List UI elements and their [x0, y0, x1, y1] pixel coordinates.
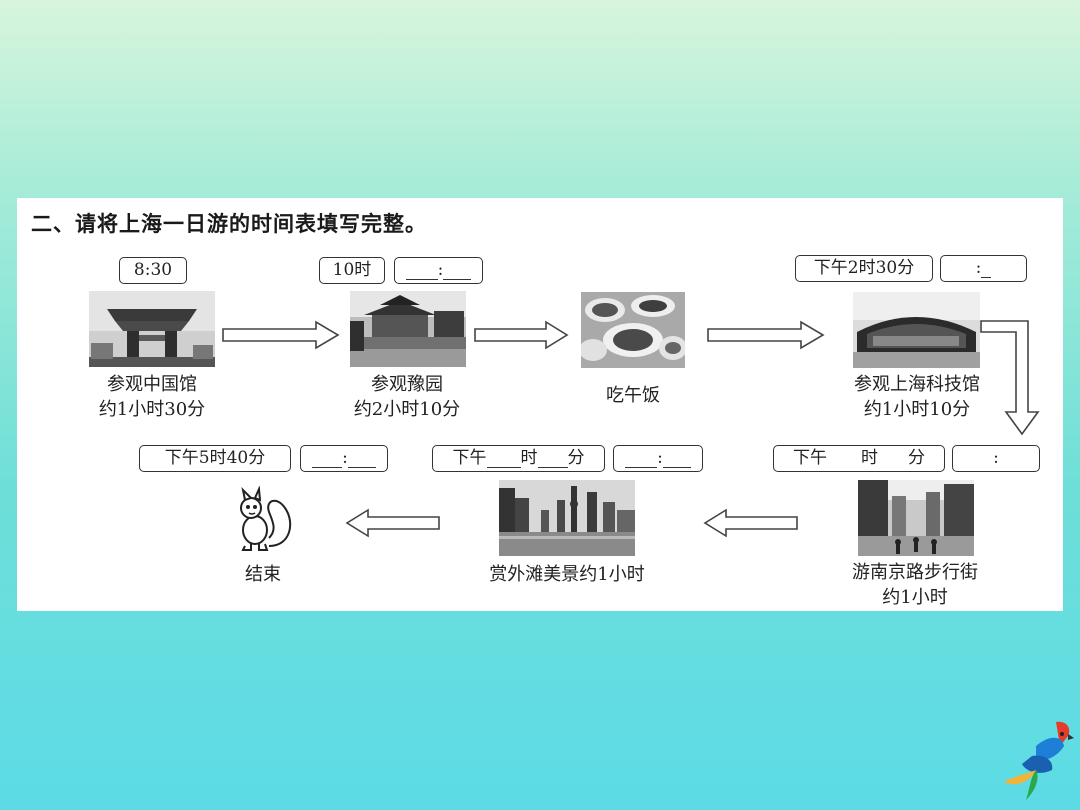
arrow-right-icon: [222, 320, 340, 350]
arrow-down-icon: [980, 320, 1040, 436]
time-label: 8:30: [133, 260, 173, 280]
caption-science-museum: 参观上海科技馆 约1小时10分: [854, 374, 980, 420]
caption-lunch: 吃午饭: [606, 385, 660, 406]
time-box-china-pavilion: 8:30: [119, 257, 187, 284]
lunch-food-photo: [581, 292, 685, 368]
arrow-right-icon: [474, 320, 569, 350]
arrow-left-icon: [345, 508, 440, 538]
arrow-right-icon: [707, 320, 825, 350]
worksheet-card: 二、请将上海一日游的时间表填写完整。 8:30 10时 : 下午2时30分 :: [17, 198, 1063, 611]
yuyuan-garden-photo: [350, 291, 466, 367]
science-museum-photo: [853, 292, 980, 368]
nanjing-road-photo: [858, 480, 974, 556]
caption-end: 结束: [245, 564, 281, 585]
time-box-science-museum: 下午2时30分: [795, 255, 933, 282]
question-heading: 二、请将上海一日游的时间表填写完整。: [31, 212, 427, 236]
china-pavilion-photo: [89, 291, 215, 367]
time-label: 10时: [332, 260, 372, 280]
caption-bund: 赏外滩美景约1小时: [489, 564, 645, 585]
caption-nanjing-road: 游南京路步行街 约1小时: [852, 562, 978, 608]
answer-box-yuyuan-end[interactable]: :: [394, 257, 483, 284]
bund-skyline-photo: [499, 480, 635, 556]
parrot-icon: [1004, 721, 1074, 800]
answer-box-nanjing-time[interactable]: 下午时分: [773, 445, 945, 472]
caption-china-pavilion: 参观中国馆 约1小时30分: [98, 374, 206, 420]
squirrel-icon: [240, 486, 292, 551]
answer-box-bund-time[interactable]: 下午时分: [432, 445, 605, 472]
time-label: 下午5时40分: [164, 448, 266, 468]
answer-box-science-museum-end[interactable]: :: [940, 255, 1027, 282]
time-label: 下午2时30分: [813, 258, 915, 278]
arrow-left-icon: [703, 508, 798, 538]
time-box-yuyuan-start: 10时: [319, 257, 385, 284]
answer-box-bund-24h[interactable]: :: [613, 445, 703, 472]
caption-yuyuan: 参观豫园 约2小时10分: [353, 374, 461, 420]
time-box-end: 下午5时40分: [139, 445, 291, 472]
answer-box-bund-start[interactable]: :: [300, 445, 388, 472]
answer-box-nanjing-24h[interactable]: :: [952, 445, 1040, 472]
